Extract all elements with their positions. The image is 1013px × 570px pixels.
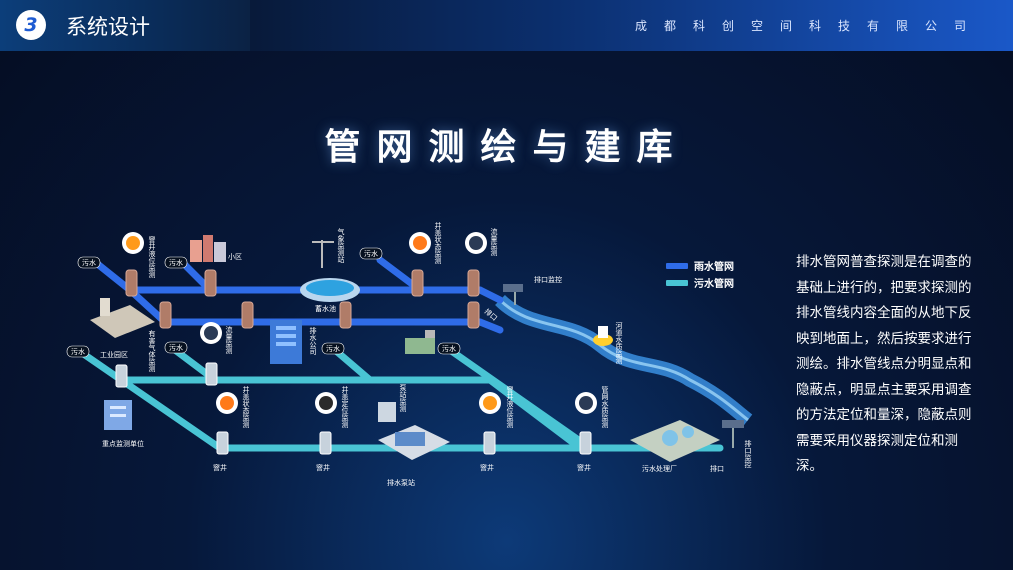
sewage-wells bbox=[115, 362, 592, 455]
label-outlet-2: 排口 bbox=[710, 464, 724, 473]
sensor-pins bbox=[122, 232, 597, 414]
label-outlet: 排口 bbox=[483, 307, 500, 323]
pump-cabinet bbox=[378, 402, 396, 422]
outlet-monitor-pole-2 bbox=[722, 420, 744, 448]
sewage-tag: 污水 bbox=[442, 344, 456, 353]
header-bar: 3 系统设计 成都科创空间科技有限公司 bbox=[0, 0, 1013, 51]
sewage-tags bbox=[66, 247, 461, 358]
community-buildings bbox=[190, 235, 226, 262]
label-weather: 气象监测站 bbox=[337, 227, 345, 264]
label-company: 排水公司 bbox=[309, 326, 317, 355]
sewage-tag: 污水 bbox=[169, 343, 183, 352]
industrial-park bbox=[90, 298, 155, 338]
sewage-tag: 污水 bbox=[169, 258, 183, 267]
label-well-level: 窨井液位监测 bbox=[148, 235, 156, 279]
legend-swatch-sewage bbox=[666, 279, 688, 286]
sewage-tag: 污水 bbox=[326, 344, 340, 353]
pump-station-building bbox=[378, 425, 450, 460]
label-industrial: 工业园区 bbox=[100, 350, 128, 359]
label-pipe-quality: 管网水质监测 bbox=[601, 385, 609, 429]
label-outlet-monitor-2: 排口监控 bbox=[744, 439, 752, 469]
company-name: 成都科创空间科技有限公司 bbox=[634, 19, 983, 33]
legend-item-sewage: 污水管网 bbox=[666, 275, 734, 290]
treatment-plant bbox=[630, 420, 720, 462]
label-flow-1: 流量监测 bbox=[490, 227, 498, 257]
label-pump-monitor: 泵站监测 bbox=[399, 384, 407, 413]
rain-manholes bbox=[125, 269, 480, 329]
river-highlight bbox=[498, 298, 749, 422]
sewage-pipe-network bbox=[81, 346, 724, 452]
legend-label: 雨水管网 bbox=[694, 262, 734, 273]
label-pump-station: 排水泵站 bbox=[387, 478, 415, 487]
label-cover-state: 井盖状态监测 bbox=[434, 221, 442, 265]
key-unit-building bbox=[104, 400, 132, 430]
outlet-monitor-pole bbox=[503, 284, 523, 305]
description-text: 排水管网普查探测是在调查的基础上进行的，把要求探测的排水管线内容全面的从地下反映… bbox=[796, 254, 972, 474]
sewage-tag: 污水 bbox=[82, 258, 96, 267]
legend-item-rain: 雨水管网 bbox=[666, 258, 734, 273]
label-flow-2: 流量监测 bbox=[225, 325, 233, 355]
sewage-tag: 污水 bbox=[364, 249, 378, 258]
label-well-level-2: 窨井液位监测 bbox=[506, 385, 514, 429]
label-cover-state-2: 井盖状态监测 bbox=[242, 385, 250, 429]
river-quality-buoy bbox=[593, 326, 613, 346]
label-key-unit: 重点监测单位 bbox=[102, 439, 144, 448]
factory-building bbox=[405, 330, 435, 354]
label-well: 窨井 bbox=[316, 463, 330, 472]
sewage-tag: 污水 bbox=[71, 347, 85, 356]
label-well: 窨井 bbox=[213, 463, 227, 472]
legend-label: 污水管网 bbox=[694, 279, 734, 290]
label-harmful-gas: 有害气体监测 bbox=[148, 329, 156, 373]
section-number-badge: 3 bbox=[16, 10, 46, 40]
label-well: 窨井 bbox=[480, 463, 494, 472]
label-cover-pos: 井盖定位监测 bbox=[341, 385, 349, 429]
label-well: 窨井 bbox=[577, 463, 591, 472]
label-reservoir: 蓄水池 bbox=[315, 304, 336, 313]
section-title: 系统设计 bbox=[66, 15, 150, 39]
page-title: 管网测绘与建库 bbox=[324, 127, 689, 168]
label-river-quality: 河道水质监测 bbox=[615, 322, 623, 365]
drainage-company-building bbox=[270, 320, 302, 364]
reservoir bbox=[300, 278, 360, 302]
weather-station bbox=[312, 240, 334, 268]
label-community: 小区 bbox=[228, 252, 242, 261]
label-outlet-monitor: 排口监控 bbox=[534, 275, 562, 284]
legend: 雨水管网 污水管网 bbox=[666, 258, 734, 292]
label-treatment: 污水处理厂 bbox=[642, 464, 677, 473]
legend-swatch-rain bbox=[666, 262, 688, 269]
